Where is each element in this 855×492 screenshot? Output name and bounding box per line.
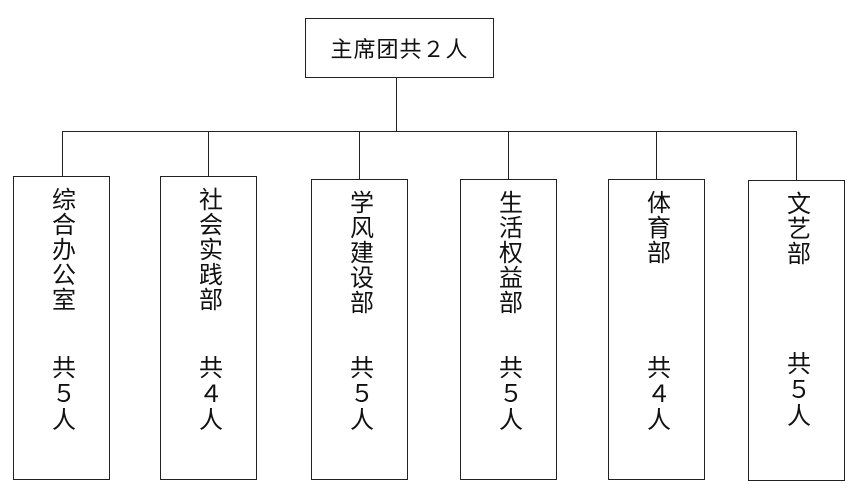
root-node: 主席团共２人 xyxy=(305,18,494,78)
root-label: 主席团共２人 xyxy=(330,38,469,63)
dept-name: 体育部 xyxy=(642,190,671,265)
branch-connector xyxy=(796,131,797,180)
dept-count: 共４人 xyxy=(194,355,223,433)
dept-name: 生活权益部 xyxy=(494,190,523,315)
dept-count: 共５人 xyxy=(47,355,76,433)
branch-connector xyxy=(208,131,209,176)
dept-count: 共４人 xyxy=(642,355,671,433)
dept-node-general-office: 综合办公室 共５人 xyxy=(13,176,110,480)
dept-name: 综合办公室 xyxy=(47,187,76,312)
dept-node-arts: 文艺部 共５人 xyxy=(748,180,845,481)
branch-connector xyxy=(508,131,509,179)
dept-node-social-practice: 社会实践部 共４人 xyxy=(160,176,257,480)
dept-name: 文艺部 xyxy=(782,191,811,266)
dept-node-sports: 体育部 共４人 xyxy=(608,179,705,480)
branch-connector xyxy=(359,131,360,179)
dept-name: 社会实践部 xyxy=(194,187,223,312)
root-connector xyxy=(396,78,397,131)
dept-name: 学风建设部 xyxy=(345,190,374,315)
dept-node-life-rights: 生活权益部 共５人 xyxy=(460,179,557,480)
dept-count: 共５人 xyxy=(345,355,374,433)
horizontal-bus xyxy=(62,131,796,132)
branch-connector xyxy=(62,131,63,176)
dept-node-study-style: 学风建设部 共５人 xyxy=(311,179,408,480)
branch-connector xyxy=(656,131,657,179)
dept-count: 共５人 xyxy=(494,355,523,433)
dept-count: 共５人 xyxy=(782,351,811,429)
